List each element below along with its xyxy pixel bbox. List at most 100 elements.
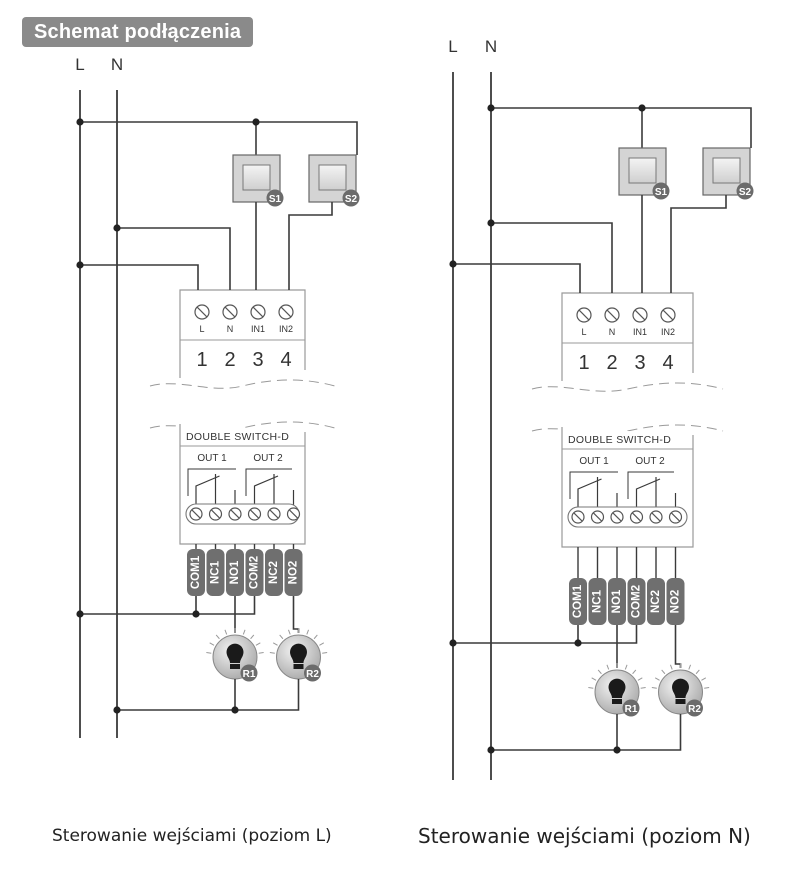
caption-level-n: Sterowanie wejściami (poziom N)	[418, 824, 751, 848]
com-bus-wire	[453, 625, 638, 644]
switch-badge	[736, 182, 754, 200]
light-ray	[313, 634, 318, 640]
output-tag	[666, 578, 685, 625]
output-tag-label: NC2	[650, 590, 662, 613]
light-ray	[287, 629, 291, 635]
terminal-label: IN1	[633, 327, 647, 337]
screw-slot	[634, 309, 646, 321]
terminal-label: IN2	[279, 324, 293, 334]
load-label: R1	[243, 669, 256, 680]
screw-slot	[230, 509, 240, 519]
output-tag	[569, 578, 587, 625]
light-ray	[279, 634, 284, 640]
screw-slot	[269, 509, 279, 519]
output-tag	[206, 549, 225, 596]
screw-slot	[210, 509, 221, 519]
light-ray	[215, 634, 220, 640]
light-ray	[701, 677, 707, 681]
module-top	[179, 289, 306, 378]
light-ray	[597, 669, 602, 675]
terminal-label: L	[581, 327, 586, 337]
junction-dot	[449, 639, 457, 647]
switch-label: S2	[739, 187, 752, 198]
output-tag	[608, 578, 626, 625]
output-tag-label: COM2	[631, 585, 643, 618]
switch-label: S1	[655, 187, 668, 198]
switch2-wire	[288, 202, 333, 290]
line-rail-label: L	[448, 37, 457, 56]
light-ray	[242, 629, 246, 635]
output-tag-label: NC2	[268, 561, 280, 584]
junction-dot	[192, 610, 200, 618]
screw-slot	[606, 309, 618, 321]
terminal-label: L	[199, 324, 204, 334]
output-tag	[588, 578, 607, 625]
neutral-rail-label: N	[111, 55, 123, 74]
light-ray	[651, 686, 657, 689]
screw-slot	[288, 509, 299, 519]
junction-dot	[76, 610, 84, 618]
return-bus-wire	[117, 679, 300, 711]
output-tag-label: NO2	[670, 590, 682, 614]
line-to-terminal-wire	[453, 263, 581, 293]
screw-slot	[651, 512, 661, 522]
light-ray	[588, 686, 594, 689]
light-ray	[319, 642, 325, 646]
output-tag-label: NO1	[611, 589, 623, 613]
no2-wire	[292, 596, 300, 633]
switch-label: S1	[269, 194, 282, 205]
light-ray	[272, 642, 278, 646]
light-ray	[224, 629, 228, 635]
light-ray	[306, 629, 310, 635]
junction-dot	[231, 706, 239, 714]
screw-slot	[631, 512, 642, 522]
switch2-wire	[670, 195, 727, 293]
output-tag-label: NO2	[288, 561, 300, 585]
light-ray	[206, 651, 212, 654]
light-ray	[661, 669, 666, 675]
junction-dot	[487, 219, 495, 227]
light-ray	[606, 664, 610, 670]
junction-dot	[113, 224, 121, 232]
output-tag-label: NO1	[229, 560, 241, 584]
switch-rocker	[318, 164, 347, 191]
screw-slot	[196, 306, 208, 318]
output-tag-label: COM1	[572, 584, 584, 618]
light-ray	[695, 669, 700, 675]
switch-label: S2	[345, 194, 358, 205]
output-tag	[627, 578, 646, 625]
bulb-base	[230, 664, 240, 669]
caption-level-l: Sterowanie wejściami (poziom L)	[52, 826, 332, 846]
output-tag	[284, 549, 303, 596]
switch-rocker	[712, 157, 741, 184]
module-name: DOUBLE SWITCH-D	[568, 434, 671, 446]
cut-line	[531, 424, 724, 434]
relay-bracket	[245, 468, 292, 496]
light-ray	[637, 677, 643, 681]
junction-dot	[449, 260, 457, 268]
load-badge	[686, 699, 703, 717]
terminal-number: 1	[578, 352, 589, 374]
light-ray	[322, 651, 328, 654]
output-tag	[647, 578, 665, 625]
cut-line	[149, 379, 336, 389]
return-bus-wire	[491, 714, 682, 751]
screw-slot	[249, 509, 260, 519]
junction-dot	[638, 104, 646, 112]
relay-bracket	[569, 471, 618, 499]
com-bus-wire	[80, 596, 256, 615]
junction-dot	[487, 746, 495, 754]
screw-slot	[670, 512, 681, 522]
out2-label: OUT 2	[635, 456, 665, 467]
terminal-number: 1	[196, 349, 207, 371]
light-ray	[624, 664, 628, 670]
load-label: R1	[625, 704, 638, 715]
load-badge	[240, 664, 258, 682]
bulb-glass	[672, 678, 689, 698]
light-ray	[654, 677, 660, 681]
junction-dot	[574, 639, 582, 647]
terminal-label: IN1	[251, 324, 265, 334]
output-tag	[187, 549, 205, 596]
relay-bracket	[187, 468, 236, 496]
